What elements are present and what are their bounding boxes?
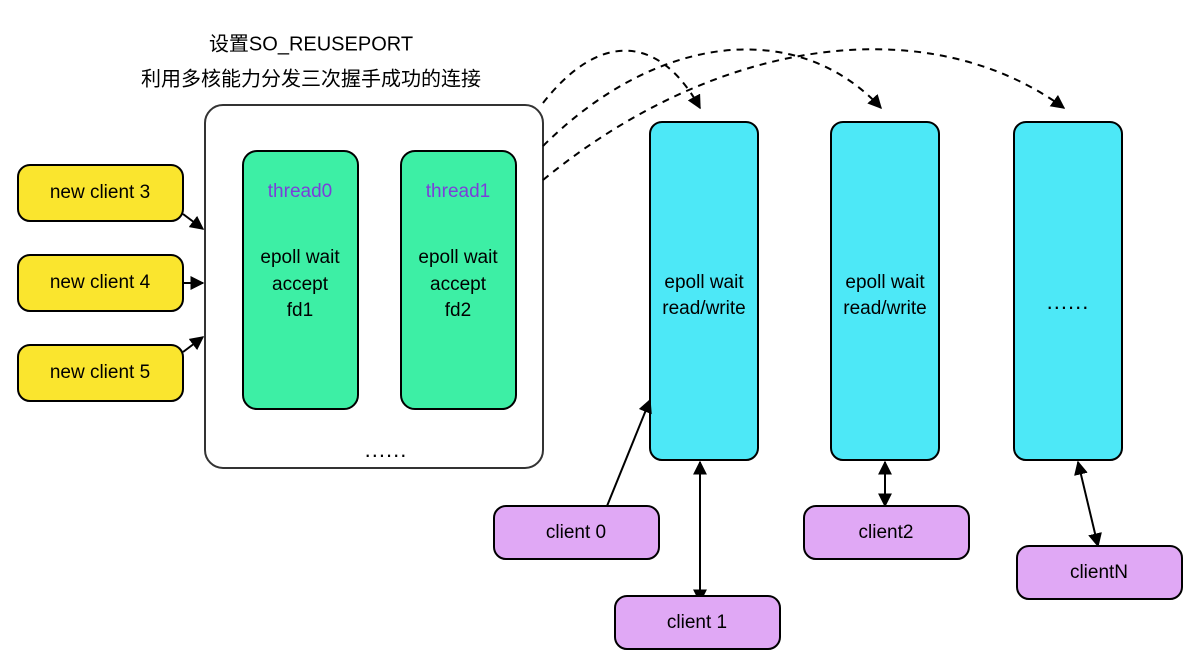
- thread0-body-line-1: epoll wait: [260, 247, 340, 268]
- client-0-label: client 0: [546, 522, 606, 543]
- thread0-name-label: thread0: [268, 181, 332, 202]
- edge-dispatch-to-worker-3: [542, 48, 1066, 181]
- thread0-body-line-3: fd1: [287, 300, 313, 321]
- new-client-5-label: new client 5: [50, 362, 150, 383]
- edge-new-client-5-to-server: [182, 336, 205, 353]
- diagram-title: 设置SO_REUSEPORT 利用多核能力分发三次握手成功的连接: [141, 32, 481, 90]
- worker-3-ellipsis: ......: [1047, 289, 1090, 314]
- client-n-node[interactable]: clientN: [1016, 545, 1183, 600]
- worker-3-box[interactable]: [1013, 121, 1123, 461]
- worker-1-node[interactable]: epoll wait read/write: [649, 121, 759, 461]
- edge-worker-3-to-client-n: [1074, 460, 1102, 548]
- client-0-box[interactable]: [493, 505, 660, 560]
- title-line-1: 设置SO_REUSEPORT: [209, 32, 413, 55]
- thread1-name-label: thread1: [426, 181, 490, 202]
- client-2-node[interactable]: client2: [803, 505, 970, 560]
- new-client-5-box[interactable]: [17, 344, 184, 402]
- new-client-3-node[interactable]: new client 3: [17, 164, 184, 222]
- new-client-4-label: new client 4: [50, 272, 151, 293]
- thread0-body-line-2: accept: [272, 274, 329, 295]
- worker-1-box[interactable]: [649, 121, 759, 461]
- thread0-node[interactable]: thread0 epoll wait accept fd1: [242, 150, 359, 410]
- server-container-ellipsis: ......: [365, 437, 408, 462]
- worker-2-line-2: read/write: [843, 298, 926, 319]
- new-client-4-node[interactable]: new client 4: [17, 254, 184, 312]
- client-n-label: clientN: [1070, 562, 1128, 583]
- client-2-label: client2: [859, 522, 914, 543]
- thread1-body-line-2: accept: [430, 274, 487, 295]
- edge-new-client-3-to-server: [182, 213, 205, 230]
- thread0-box[interactable]: [242, 150, 359, 410]
- thread1-node[interactable]: thread1 epoll wait accept fd2: [400, 150, 517, 410]
- edge-dispatch-to-worker-2: [542, 48, 882, 147]
- worker-2-node[interactable]: epoll wait read/write: [830, 121, 940, 461]
- thread1-box[interactable]: [400, 150, 517, 410]
- client-n-box[interactable]: [1016, 545, 1183, 600]
- worker-2-line-1: epoll wait: [845, 272, 925, 293]
- worker-1-line-1: epoll wait: [664, 272, 744, 293]
- thread1-body-line-1: epoll wait: [418, 247, 498, 268]
- worker-3-node[interactable]: ......: [1013, 121, 1123, 461]
- worker-1-line-2: read/write: [662, 298, 745, 319]
- client-1-box[interactable]: [614, 595, 781, 650]
- edge-dispatch-to-worker-1: [542, 49, 701, 110]
- thread1-body-line-3: fd2: [445, 300, 471, 321]
- new-client-5-node[interactable]: new client 5: [17, 344, 184, 402]
- new-client-3-label: new client 3: [50, 182, 150, 203]
- client-0-node[interactable]: client 0: [493, 505, 660, 560]
- client-2-box[interactable]: [803, 505, 970, 560]
- client-1-node[interactable]: client 1: [614, 595, 781, 650]
- client-1-label: client 1: [667, 612, 727, 633]
- worker-2-box[interactable]: [830, 121, 940, 461]
- title-line-2: 利用多核能力分发三次握手成功的连接: [141, 67, 481, 90]
- new-client-3-box[interactable]: [17, 164, 184, 222]
